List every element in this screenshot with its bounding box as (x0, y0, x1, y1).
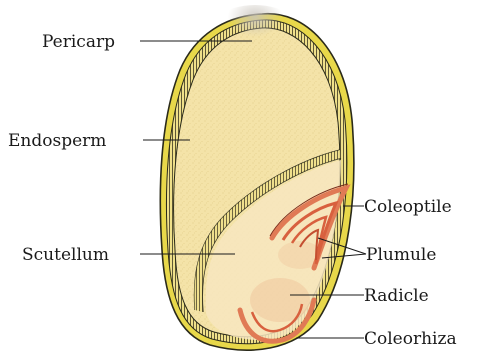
plumule-label: Plumule (366, 245, 436, 265)
pericarp-label: Pericarp (42, 32, 115, 52)
radicle-label: Radicle (364, 286, 429, 306)
endosperm-label: Endosperm (8, 131, 106, 151)
coleoptile-label: Coleoptile (364, 197, 452, 217)
scutellum-label: Scutellum (22, 245, 109, 265)
coleorhiza-label: Coleorhiza (364, 329, 457, 349)
top-highlight (200, 5, 310, 85)
radicle-blush (250, 278, 310, 322)
